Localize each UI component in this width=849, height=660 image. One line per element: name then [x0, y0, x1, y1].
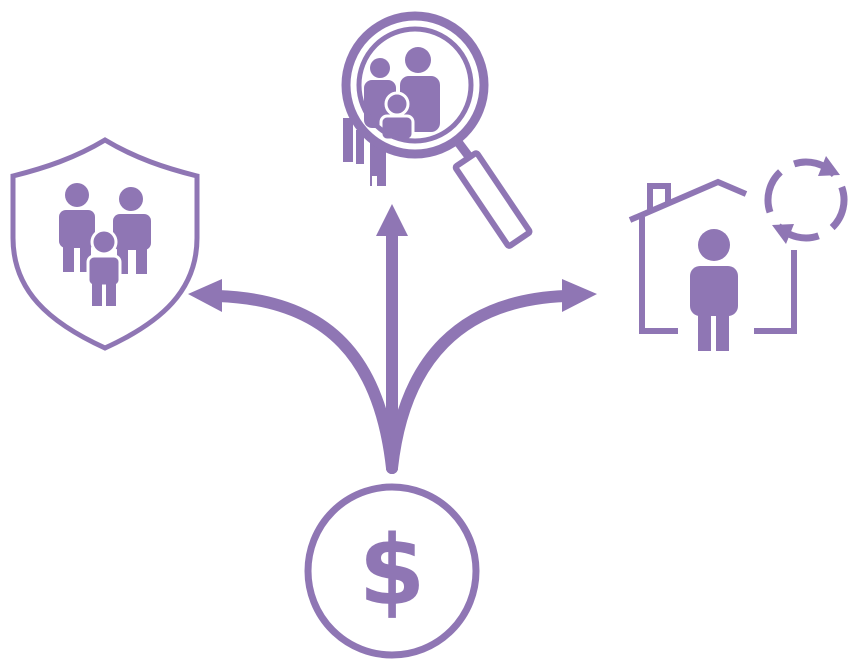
home-person-refresh-icon	[628, 156, 848, 351]
house-outline	[628, 178, 797, 334]
family-search-magnifier-icon	[341, 11, 533, 249]
arrow-to-housing	[386, 290, 572, 474]
refresh-arrows-icon	[764, 156, 848, 244]
dollar-coin-icon: $	[304, 483, 480, 659]
arrow-head-left	[188, 279, 222, 312]
lens-inner-ring	[356, 26, 474, 144]
arrow-head-up	[376, 204, 408, 236]
arrow-to-protection	[212, 290, 398, 474]
family-shield-icon	[10, 137, 200, 351]
person-figure	[690, 229, 738, 351]
arrow-head-right	[562, 279, 597, 312]
background-figures	[343, 118, 386, 186]
flow-arrows	[212, 224, 572, 474]
dollar-symbol: $	[359, 515, 426, 627]
magnifier-handle	[452, 139, 533, 249]
shield-outline	[10, 137, 200, 351]
family-group	[59, 183, 151, 306]
arrow-heads	[188, 204, 597, 312]
lens-ring	[341, 11, 489, 159]
